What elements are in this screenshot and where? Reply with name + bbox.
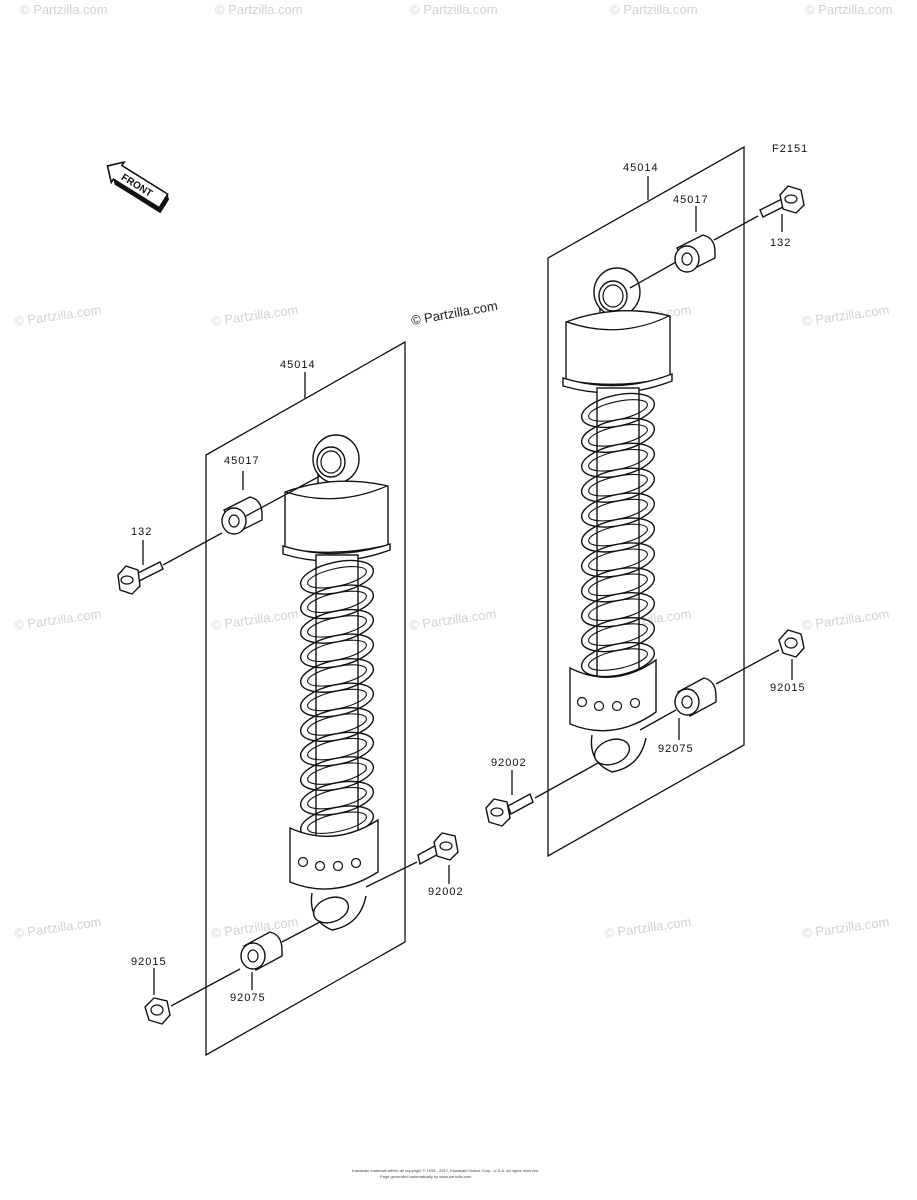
figure-code: F2151 (772, 143, 808, 155)
watermark: © Partzilla.com (603, 914, 692, 941)
watermark-layer: © Partzilla.com © Partzilla.com © Partzi… (13, 2, 892, 941)
watermark: © Partzilla.com (13, 914, 102, 941)
right-bushing-bottom (674, 677, 717, 717)
part-label-bushing-bottom: 92075 (230, 992, 266, 1004)
watermark: © Partzilla.com (215, 2, 303, 17)
part-label-nut: 92015 (131, 956, 167, 968)
front-arrow-icon: FRONT (106, 160, 169, 214)
watermark: © Partzilla.com (410, 2, 498, 17)
left-bolt-bottom (417, 832, 459, 866)
watermark: © Partzilla.com (801, 606, 890, 633)
right-nut (778, 629, 805, 658)
part-label-bolt-bottom: 92002 (428, 886, 464, 898)
right-bolt-top (759, 185, 805, 218)
spring-coil-inner (588, 648, 648, 671)
spring-coil-inner (307, 811, 367, 834)
left-bolt-top (117, 561, 164, 595)
spring-coil (580, 641, 656, 678)
part-label-bushing-top: 45017 (673, 194, 709, 206)
footer-copyright: Kawasaki materials within; all copyright… (352, 1168, 539, 1173)
watermark: © Partzilla.com (801, 914, 890, 941)
right-bolt-bottom (485, 792, 534, 827)
left-nut (144, 997, 171, 1025)
left-bushing-top (221, 496, 263, 535)
right-bushing-top (674, 234, 716, 273)
part-label-bolt-bottom: 92002 (491, 757, 527, 769)
left-bushing-bottom (240, 931, 283, 971)
part-label-nut: 92015 (770, 682, 806, 694)
watermark: © Partzilla.com (210, 914, 299, 941)
watermark: © Partzilla.com (13, 302, 102, 329)
left-assembly-bracket (205, 340, 406, 1057)
partzilla-watermark-main: © Partzilla.com (410, 298, 499, 328)
part-label-shock: 45014 (623, 162, 659, 174)
part-label-bolt-top: 132 (131, 526, 152, 538)
right-assembly-bracket (547, 145, 745, 858)
watermark: © Partzilla.com (210, 302, 299, 329)
right-shock-assembly: 45014 45017 132 92002 92075 92015 (485, 145, 806, 858)
watermark: © Partzilla.com (805, 2, 893, 17)
watermark: © Partzilla.com (13, 606, 102, 633)
watermark: © Partzilla.com (20, 2, 108, 17)
watermark: © Partzilla.com (210, 606, 299, 633)
part-label-bushing-bottom: 92075 (658, 743, 694, 755)
part-label-bushing-top: 45017 (224, 455, 260, 467)
watermark: © Partzilla.com (408, 606, 497, 633)
watermark: © Partzilla.com (610, 2, 698, 17)
left-shock-assembly: 45014 45017 132 92002 92075 92015 (117, 340, 464, 1057)
footer-generated: Page generated automatically by www.part… (380, 1174, 472, 1179)
part-label-bolt-top: 132 (770, 237, 791, 249)
part-label-shock: 45014 (280, 359, 316, 371)
right-shock-absorber (562, 267, 673, 773)
left-shock-absorber (282, 434, 391, 931)
watermark: © Partzilla.com (801, 302, 890, 329)
